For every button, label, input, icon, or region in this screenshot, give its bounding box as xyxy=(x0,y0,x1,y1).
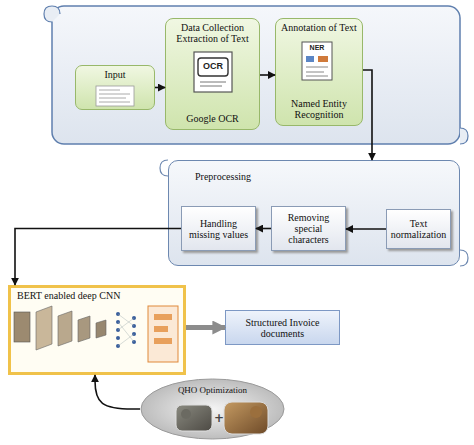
icon-line xyxy=(306,67,328,68)
icon-line xyxy=(306,76,328,77)
node-heading: Preprocessing xyxy=(195,171,459,182)
neuron xyxy=(132,332,136,336)
node-heading: Input xyxy=(78,69,152,80)
feature-map xyxy=(78,316,90,342)
scroll-curl xyxy=(460,250,468,266)
node-heading: Structured Invoice documents xyxy=(228,317,337,339)
thumbnail-line xyxy=(99,98,126,99)
icon-mark xyxy=(306,56,314,62)
wire xyxy=(118,318,134,330)
neuron xyxy=(132,340,136,344)
thumbnail-line xyxy=(99,90,120,91)
ner-icon xyxy=(302,42,332,80)
process-box: Annotation of TextNamed Entity Recogniti… xyxy=(275,18,363,126)
node-heading: Handling missing values xyxy=(184,218,253,240)
plus-sign: + xyxy=(214,411,224,425)
neuron xyxy=(116,344,120,348)
icon-line xyxy=(200,86,222,87)
process-box: Handling missing values xyxy=(181,206,256,251)
output-layer xyxy=(148,306,178,362)
output-bar xyxy=(154,338,172,344)
optimization-ellipse: QHO Optimization xyxy=(140,378,285,440)
thumbnail-line xyxy=(99,102,130,103)
node-heading: Text normalization xyxy=(389,218,448,240)
flow-arrow xyxy=(186,325,225,330)
node-heading: QHO Optimization xyxy=(140,386,285,396)
flow-arrow xyxy=(95,375,140,409)
neuron xyxy=(116,320,120,324)
process-box: Removing special characters xyxy=(271,206,346,251)
stage-band: PreprocessingHandling missing values Remo… xyxy=(168,160,460,266)
output-bar xyxy=(154,326,168,332)
flow-arrow xyxy=(155,87,165,89)
neuron xyxy=(116,336,120,340)
node-subtext: Google OCR xyxy=(169,113,256,124)
wire xyxy=(118,314,134,326)
animal-head xyxy=(250,406,262,418)
neuron xyxy=(116,328,120,332)
wire xyxy=(118,334,134,346)
neuron xyxy=(132,324,136,328)
icon-mark xyxy=(318,56,328,62)
thumbnail-line xyxy=(99,94,130,95)
neuron xyxy=(116,312,120,316)
wire xyxy=(118,322,134,342)
cnn-illustration xyxy=(14,306,178,362)
process-box: Text normalization xyxy=(386,209,451,249)
flow-arrow xyxy=(363,70,372,160)
node-heading: Annotation of Text xyxy=(280,22,358,33)
scroll-curl xyxy=(44,6,60,22)
icon-frame xyxy=(198,58,228,76)
output-box: Structured Invoice documents xyxy=(225,310,340,345)
node-heading: Removing special characters xyxy=(274,212,343,245)
feature-map xyxy=(58,311,72,346)
ocr-icon xyxy=(194,52,232,92)
node-subtext: Named Entity Recognition xyxy=(280,98,358,120)
dense-layer xyxy=(116,312,136,348)
icon-frame xyxy=(302,42,332,80)
node-heading: BERT enabled deep CNN xyxy=(17,290,177,301)
icon-line xyxy=(306,72,324,73)
feature-map xyxy=(36,306,52,350)
ellipse-shape xyxy=(141,379,284,439)
dense-wires xyxy=(118,314,134,346)
icon-frame xyxy=(194,52,232,92)
input-box: Input xyxy=(75,65,155,110)
neuron xyxy=(132,316,136,320)
process-box: Data Collection Extraction of TextGoogle… xyxy=(165,18,260,130)
animal-photo xyxy=(224,402,268,434)
scroll-curl xyxy=(160,160,168,176)
input-image xyxy=(14,312,30,342)
animal-images: + xyxy=(176,402,268,434)
scroll-band xyxy=(52,6,460,144)
animal-photo xyxy=(176,405,212,431)
icon-text: OCR xyxy=(198,61,228,71)
feature-map xyxy=(96,320,106,338)
flow-arrow xyxy=(15,229,181,286)
flow-arrow xyxy=(346,228,386,230)
thumbnail-page xyxy=(96,86,134,106)
node-heading: Data Collection Extraction of Text xyxy=(169,22,256,44)
scroll-curl xyxy=(460,128,468,144)
model-box: BERT enabled deep CNN xyxy=(8,285,186,375)
animal-head xyxy=(181,409,191,419)
output-bar xyxy=(154,314,172,320)
document-thumbnail xyxy=(96,86,134,106)
icon-text: NER xyxy=(302,44,332,51)
flow-arrow xyxy=(256,228,271,230)
flow-arrow xyxy=(260,74,275,76)
icon-line xyxy=(200,82,226,83)
